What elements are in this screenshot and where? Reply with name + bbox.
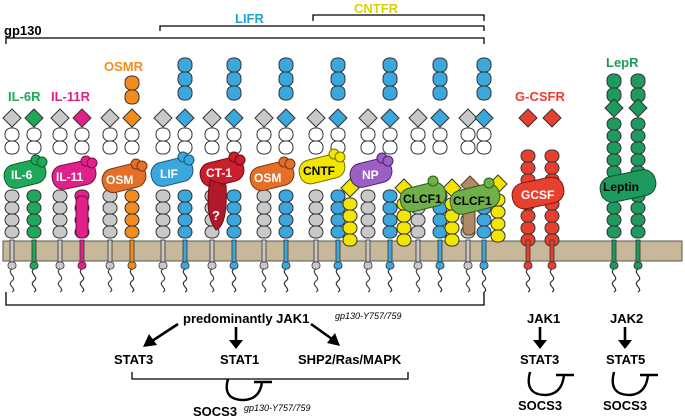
feedback-bracket bbox=[131, 372, 409, 380]
receptor-chains bbox=[2, 57, 648, 293]
y757-label-top: gp130-Y757/759 bbox=[335, 311, 402, 321]
cntf-ligand: CNTF bbox=[298, 148, 346, 185]
lif-text: LIF bbox=[160, 167, 178, 181]
clcf1-ligand-2: CLCF1 bbox=[449, 177, 501, 215]
osmr-beta-chain bbox=[122, 75, 142, 293]
gcsf-socs3-arc bbox=[527, 371, 566, 397]
arrow-to-stat1 bbox=[229, 327, 243, 349]
lif-ligand: LIF bbox=[150, 151, 195, 187]
lep-jak2-label: JAK2 bbox=[610, 311, 643, 326]
ct1-ligand: CT-1 ? bbox=[199, 151, 246, 231]
clcf1a-beta-chain bbox=[430, 57, 450, 293]
il11-text: IL-11 bbox=[56, 170, 84, 184]
lep-arrow bbox=[618, 327, 632, 349]
lepr-chain-1 bbox=[604, 73, 624, 293]
gp130-label: gp130 bbox=[4, 23, 42, 38]
gcsf-stat3-label: STAT3 bbox=[520, 352, 559, 367]
lep-socs3-arc bbox=[611, 371, 650, 397]
gp130-chain-il11r bbox=[50, 108, 70, 293]
osm-text-1: OSM bbox=[106, 173, 133, 187]
lep-socs3-label: SOCS3 bbox=[603, 398, 647, 413]
arrow-to-shp2 bbox=[310, 322, 340, 346]
jak1-predominant-label: predominantly JAK1 bbox=[183, 311, 309, 326]
gcsf-jak1-label: JAK1 bbox=[527, 311, 560, 326]
gp130-chain-lif bbox=[153, 108, 173, 293]
cntfr-label: CNTFR bbox=[354, 1, 399, 16]
il11r-label: IL-11R bbox=[51, 89, 91, 104]
gp130-chain-osmr bbox=[100, 108, 120, 293]
socs3-feedback-arc bbox=[225, 378, 264, 402]
gcsf-ligand: GCSF bbox=[511, 176, 565, 210]
cntf-text: CNTF bbox=[303, 164, 335, 178]
gp130-bracket bbox=[5, 37, 485, 306]
gp130-chain-il6r bbox=[2, 108, 22, 293]
osm-text-2: OSM bbox=[254, 171, 281, 185]
gcsf-socs3-label: SOCS3 bbox=[518, 398, 562, 413]
cytokine-ligands: IL-6 IL-11 OSM LIF CT-1 ? OSM bbox=[3, 148, 657, 231]
gp130-chain-osm2 bbox=[254, 108, 274, 293]
gp130-chain-ct1 bbox=[202, 108, 222, 293]
leptin-ligand: Leptin bbox=[599, 169, 657, 203]
y757-label-bottom: gp130-Y757/759 bbox=[244, 403, 311, 413]
socs3-main-label: SOCS3 bbox=[193, 404, 237, 419]
clcf1-ligand-1: CLCF1 bbox=[399, 175, 447, 213]
ct1-beta-chain bbox=[224, 57, 244, 293]
gcsfr-chain-1 bbox=[518, 108, 538, 293]
cntfr-chain-4 bbox=[488, 174, 508, 243]
il6-ligand: IL-6 bbox=[3, 154, 48, 189]
gp130-chain-cntf bbox=[306, 108, 326, 293]
np-ligand: NP bbox=[349, 152, 394, 188]
arrow-to-stat3 bbox=[143, 322, 179, 347]
osm2-beta-chain bbox=[276, 57, 296, 293]
osm-ligand-2: OSM bbox=[249, 156, 296, 192]
shp2-label: SHP2/Ras/MAPK bbox=[298, 352, 402, 367]
gcsf-arrow bbox=[533, 327, 547, 349]
leptin-text: Leptin bbox=[603, 180, 639, 194]
il6-text: IL-6 bbox=[11, 168, 33, 182]
lepr-label: LepR bbox=[606, 55, 639, 70]
lifr-bracket bbox=[159, 25, 485, 31]
gcsfr-label: G-CSFR bbox=[515, 89, 565, 104]
lif-beta-chain bbox=[175, 57, 195, 293]
gp130-chain-np bbox=[358, 108, 378, 293]
il11-ligand: IL-11 bbox=[51, 155, 98, 190]
osmr-label: OSMR bbox=[104, 59, 144, 74]
il11r-stem bbox=[75, 195, 89, 239]
signaling-pathways: predominantly JAK1 gp130-Y757/759 STAT3 … bbox=[114, 311, 658, 419]
cell-membrane bbox=[2, 240, 683, 262]
cntfr-bracket bbox=[312, 14, 485, 21]
il6r-chain bbox=[24, 108, 44, 293]
gcsf-text: GCSF bbox=[521, 188, 554, 202]
ct1-text: CT-1 bbox=[206, 166, 232, 180]
stat3-label: STAT3 bbox=[114, 352, 153, 367]
np-text: NP bbox=[362, 168, 379, 182]
il6r-label: IL-6R bbox=[8, 89, 41, 104]
osm-ligand-1: OSM bbox=[101, 158, 148, 194]
cntfr-chain-1 bbox=[340, 178, 360, 247]
lep-stat5-label: STAT5 bbox=[606, 352, 645, 367]
question-mark: ? bbox=[212, 208, 220, 223]
clcf1-text-2: CLCF1 bbox=[453, 194, 492, 208]
clcf1-text-1: CLCF1 bbox=[403, 192, 442, 206]
cntf-beta-chain bbox=[328, 57, 348, 293]
np-beta-chain bbox=[380, 57, 400, 293]
stat1-label: STAT1 bbox=[220, 352, 259, 367]
lifr-label: LIFR bbox=[235, 11, 264, 26]
